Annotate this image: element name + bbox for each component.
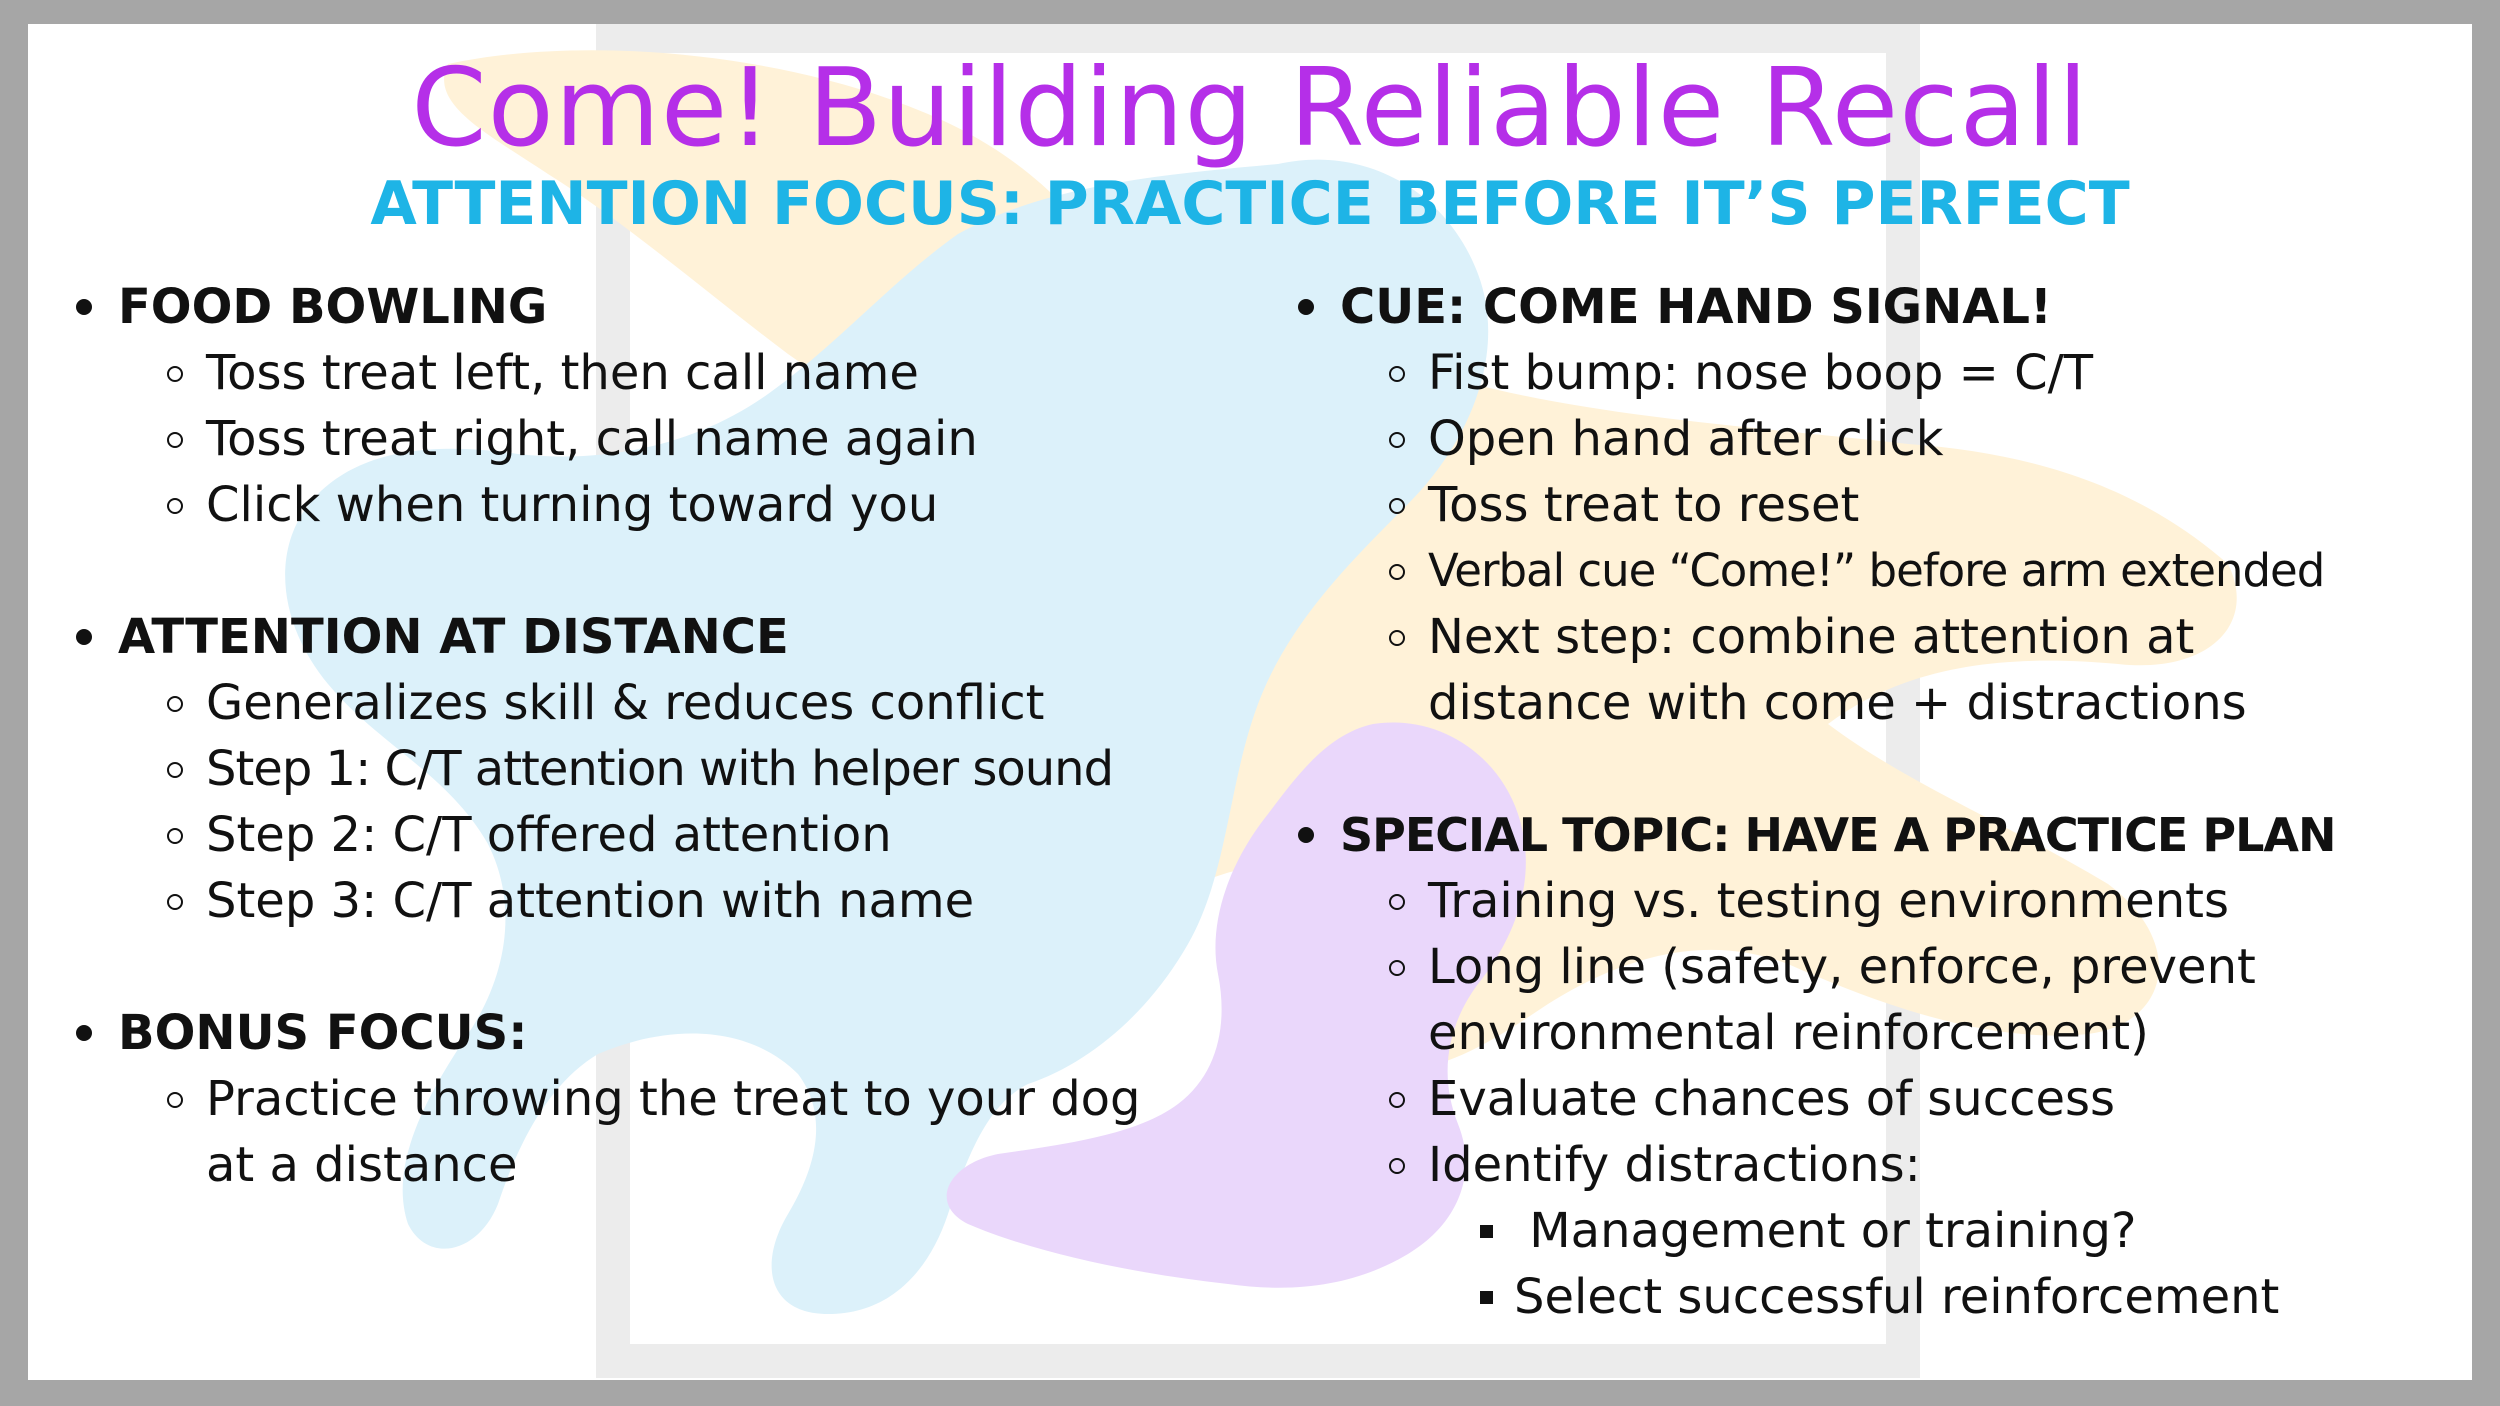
sub-bullet-list: Management or training? Select successfu… bbox=[1294, 1198, 2472, 1330]
list-item: Step 1: C/T attention with helper sound bbox=[72, 736, 1272, 802]
section-heading: BONUS FOCUS: bbox=[72, 1000, 1272, 1066]
slide: Come! Building Reliable Recall ATTENTION… bbox=[28, 24, 2472, 1380]
section-bonus-focus: BONUS FOCUS: Practice throwing the treat… bbox=[72, 1000, 1272, 1198]
list-item: Toss treat left, then call name bbox=[72, 340, 1272, 406]
list-item: Generalizes skill & reduces conflict bbox=[72, 670, 1272, 736]
section-food-bowling: FOOD BOWLING Toss treat left, then call … bbox=[72, 274, 1272, 538]
list-item: Training vs. testing environments bbox=[1294, 868, 2472, 934]
bullet-list: Fist bump: nose boop = C/T Open hand aft… bbox=[1294, 340, 2472, 736]
list-item: Fist bump: nose boop = C/T bbox=[1294, 340, 2472, 406]
list-item: Step 2: C/T offered attention bbox=[72, 802, 1272, 868]
list-item: Click when turning toward you bbox=[72, 472, 1272, 538]
section-special-topic: SPECIAL TOPIC: HAVE A PRACTICE PLAN Trai… bbox=[1294, 802, 2472, 1330]
bullet-list: Generalizes skill & reduces conflict Ste… bbox=[72, 670, 1272, 934]
section-heading: CUE: COME HAND SIGNAL! bbox=[1294, 274, 2472, 340]
sub-list-item: Select successful reinforcement bbox=[1294, 1264, 2472, 1330]
section-cue-come-hand-signal: CUE: COME HAND SIGNAL! Fist bump: nose b… bbox=[1294, 274, 2472, 736]
right-column: CUE: COME HAND SIGNAL! Fist bump: nose b… bbox=[1294, 274, 2472, 1330]
page-title: Come! Building Reliable Recall bbox=[411, 46, 2089, 171]
dog-silhouette-illustration bbox=[285, 24, 2237, 1378]
list-item: Evaluate chances of success bbox=[1294, 1066, 2472, 1132]
page-subtitle: ATTENTION FOCUS: PRACTICE BEFORE IT’S PE… bbox=[370, 169, 2130, 239]
list-item: Verbal cue “Come!” before arm extended bbox=[1294, 538, 2472, 604]
section-heading: ATTENTION AT DISTANCE bbox=[72, 604, 1272, 670]
list-item: Toss treat to reset bbox=[1294, 472, 2472, 538]
list-item: Next step: combine attention at distance… bbox=[1294, 604, 2308, 736]
list-item: Practice throwing the treat to your dog … bbox=[72, 1066, 1186, 1198]
list-item: Open hand after click bbox=[1294, 406, 2472, 472]
section-heading: SPECIAL TOPIC: HAVE A PRACTICE PLAN bbox=[1294, 802, 2472, 868]
bullet-list: Training vs. testing environments Long l… bbox=[1294, 868, 2472, 1198]
section-heading: FOOD BOWLING bbox=[72, 274, 1272, 340]
blue-dog-shape bbox=[285, 159, 1489, 1315]
purple-dog-shape bbox=[946, 722, 1526, 1288]
left-column: FOOD BOWLING Toss treat left, then call … bbox=[72, 274, 1272, 1198]
bullet-list: Toss treat left, then call name Toss tre… bbox=[72, 340, 1272, 538]
list-item: Toss treat right, call name again bbox=[72, 406, 1272, 472]
list-item: Step 3: C/T attention with name bbox=[72, 868, 1272, 934]
section-attention-at-distance: ATTENTION AT DISTANCE Generalizes skill … bbox=[72, 604, 1272, 934]
list-item: Long line (safety, enforce, prevent envi… bbox=[1294, 934, 2308, 1066]
list-item: Identify distractions: bbox=[1294, 1132, 2472, 1198]
bullet-list: Practice throwing the treat to your dog … bbox=[72, 1066, 1272, 1198]
sub-list-item: Management or training? bbox=[1294, 1198, 2472, 1264]
